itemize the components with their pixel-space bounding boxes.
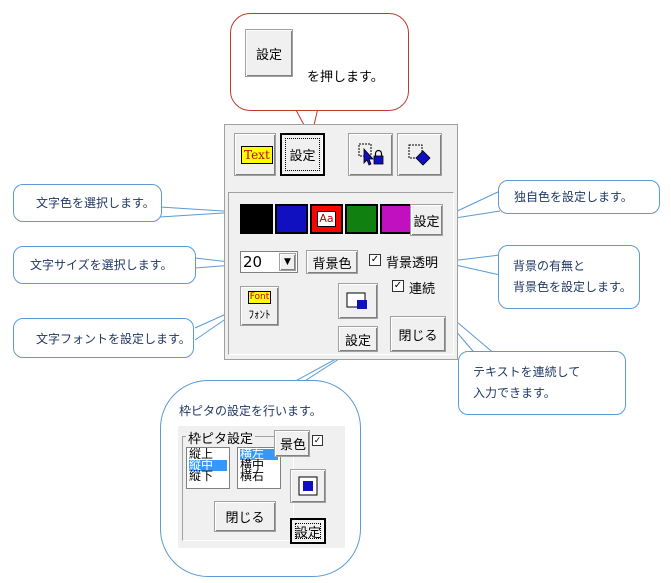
shape-diamond-icon <box>408 144 431 166</box>
color-swatch-blue[interactable] <box>275 204 308 234</box>
continuous-checkbox[interactable]: ✓ <box>392 280 404 292</box>
font-size-select[interactable]: 20 ▼ <box>240 251 298 273</box>
font-size-value: 20 <box>243 253 263 271</box>
vertical-list[interactable]: 縦上 縦中 縦下 <box>186 447 230 489</box>
color-swatch-black[interactable] <box>240 204 273 234</box>
toolbar-settings-button[interactable]: 設定 <box>280 133 325 176</box>
checkbox-partial: ✓ <box>312 435 323 446</box>
callout-background: 背景の有無と 背景色を設定します。 <box>498 245 640 309</box>
frame-fit-preview-button[interactable] <box>290 469 326 503</box>
color-swatch-red[interactable]: Aa <box>310 204 343 234</box>
frame-fit-close-button[interactable]: 閉じる <box>214 501 276 532</box>
text-badge: Text <box>241 146 273 164</box>
callout-continuous: テキストを連続して 入力できます。 <box>458 351 626 415</box>
vertical-option-bottom[interactable]: 縦下 <box>189 469 214 483</box>
horizontal-list[interactable]: 横左 横中 横右 <box>237 447 281 489</box>
top-callout-text: を押します。 <box>307 70 384 85</box>
bg-transparent-label: 背景透明 <box>386 256 439 271</box>
bg-color-button[interactable]: 背景色 <box>306 250 358 274</box>
frame-fit-icon <box>346 292 367 309</box>
select-lock-icon <box>358 143 383 166</box>
horizontal-option-center[interactable]: 横中 <box>240 458 265 472</box>
frame-fit-title: 枠ピタ設定 <box>186 428 256 447</box>
vertical-option-top[interactable]: 縦上 <box>189 447 214 461</box>
vertical-option-middle[interactable]: 縦中 <box>189 459 227 471</box>
select-lock-button[interactable] <box>348 133 393 176</box>
callout-custom-color: 独自色を設定します。 <box>498 180 660 214</box>
bg-transparent-checkbox[interactable]: ✓ <box>369 254 381 266</box>
callout-text-color: 文字色を選択します。 <box>13 184 162 222</box>
frame-fit-icon-button[interactable] <box>338 283 378 319</box>
callout-text-size: 文字サイズを選択します。 <box>13 246 196 284</box>
dropdown-arrow-icon[interactable]: ▼ <box>279 253 296 271</box>
frame-fit-settings-button[interactable]: 設定 <box>338 326 378 352</box>
color-frame <box>228 192 454 355</box>
aa-sample: Aa <box>317 211 336 227</box>
callout-frame-fit: 枠ピタの設定を行います。 枠ピタ設定 縦上 縦中 縦下 横左 横中 横右 景色 … <box>160 380 361 577</box>
close-button[interactable]: 閉じる <box>390 316 446 352</box>
color-swatch-green[interactable] <box>345 204 378 234</box>
shape-tool-button[interactable] <box>397 133 442 176</box>
top-callout: 設定 を押します。 <box>230 13 409 111</box>
font-button[interactable]: Font ﾌｫﾝﾄ <box>240 286 279 326</box>
horizontal-option-right[interactable]: 横右 <box>240 469 265 483</box>
frame-fit-popup: 枠ピタ設定 縦上 縦中 縦下 横左 横中 横右 景色 ✓ 閉じる 設定 <box>178 426 345 548</box>
callout-text-font: 文字フォントを設定します。 <box>13 318 194 358</box>
horizontal-option-left[interactable]: 横左 <box>240 448 278 460</box>
color-swatch-magenta[interactable] <box>380 204 413 234</box>
font-button-label: ﾌｫﾝﾄ <box>248 307 271 321</box>
custom-color-button[interactable]: 設定 <box>410 204 443 236</box>
text-tool-button[interactable]: Text <box>234 133 276 176</box>
sample-settings-button: 設定 <box>245 29 293 77</box>
bg-color-button-partial: 景色 <box>274 430 310 457</box>
font-badge: Font <box>247 290 272 304</box>
frame-fit-settings-active[interactable]: 設定 <box>290 518 326 544</box>
frame-fit-preview-icon <box>298 476 318 496</box>
continuous-label: 連続 <box>409 282 436 297</box>
